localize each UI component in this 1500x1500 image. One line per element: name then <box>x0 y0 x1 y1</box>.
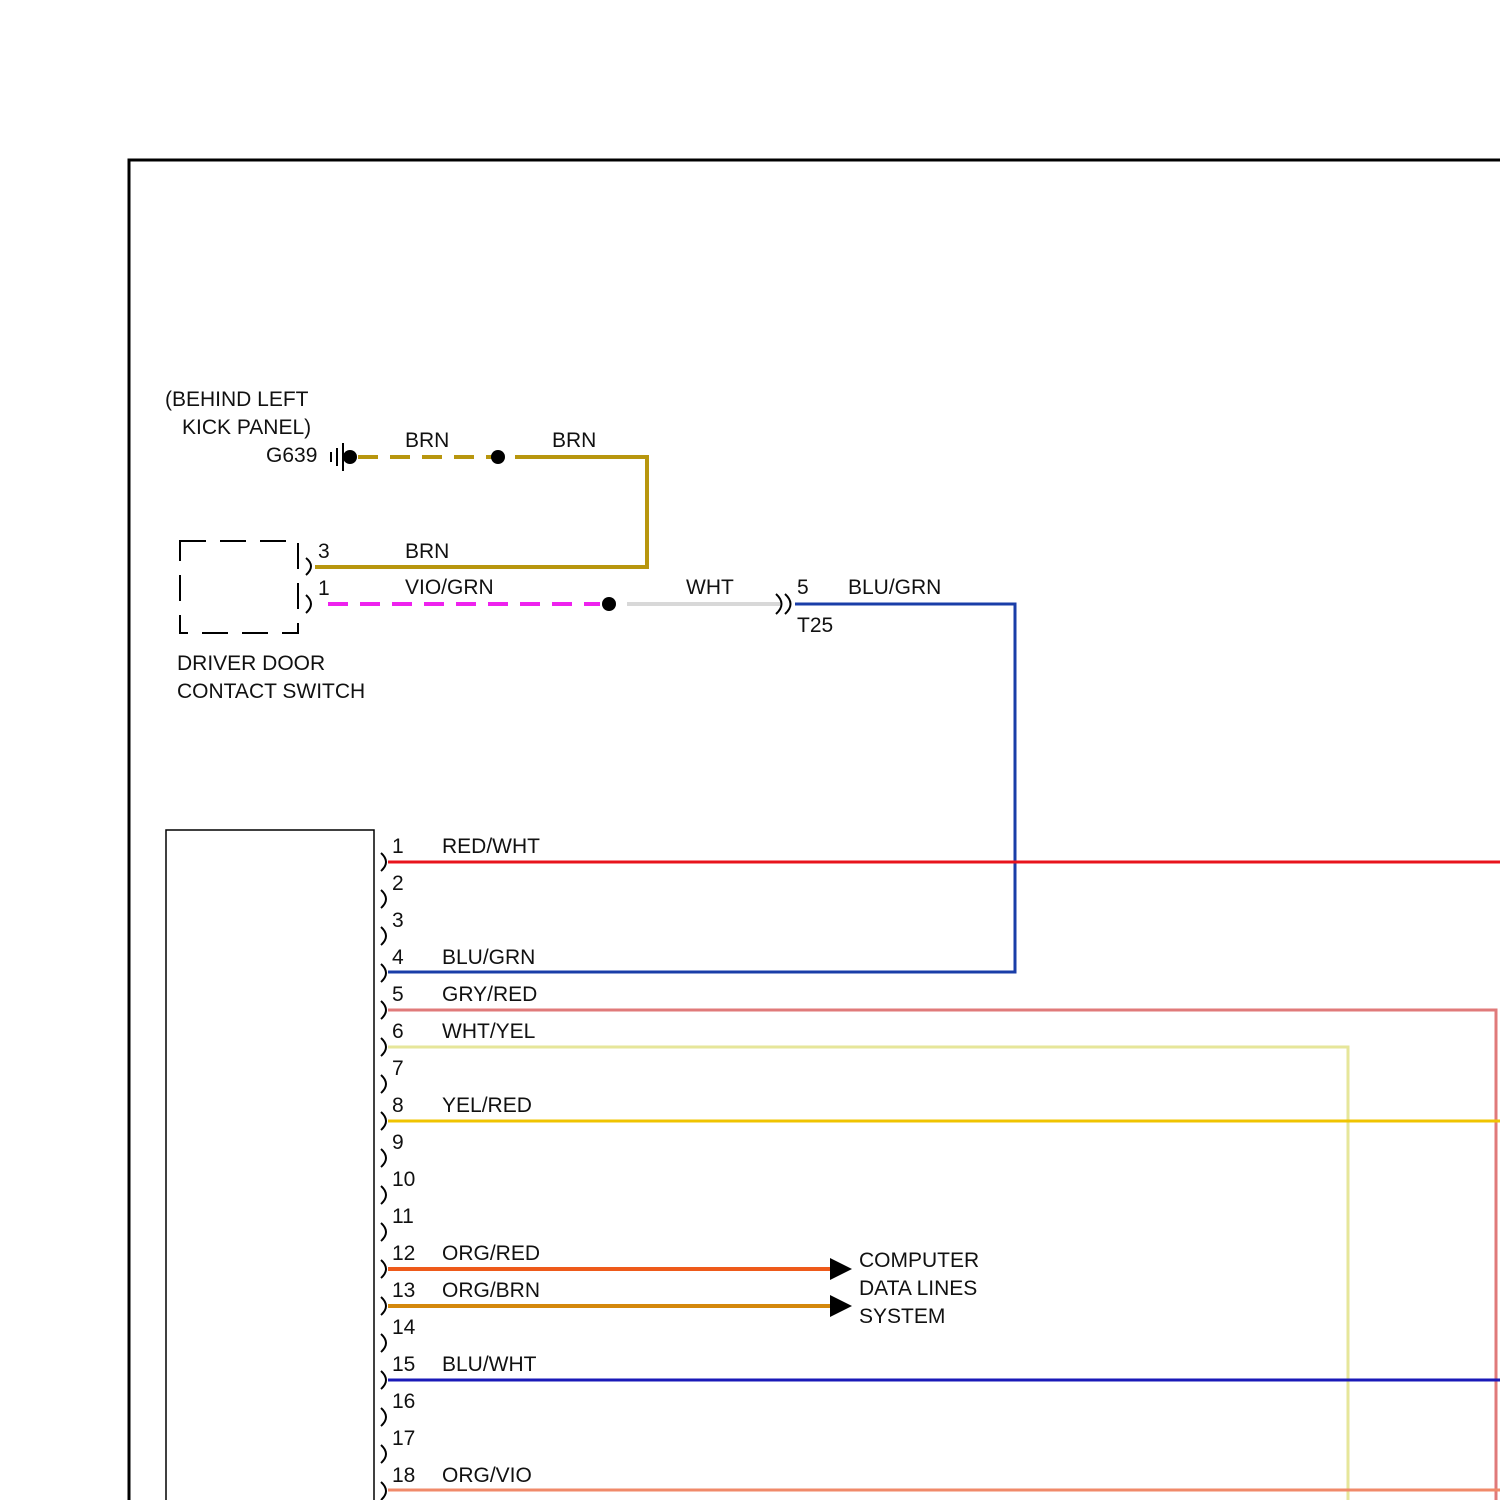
pin-number: 1 <box>392 835 404 858</box>
pin-terminal <box>381 1445 386 1463</box>
pin-terminal <box>381 890 386 908</box>
wire-label-brn-left: BRN <box>405 429 449 452</box>
wire-label-blu-grn-top: BLU/GRN <box>848 576 941 599</box>
pin-number: 11 <box>392 1205 414 1228</box>
pin-terminal <box>381 1075 386 1093</box>
pin-terminal <box>381 1408 386 1426</box>
data-lines-label-line1: COMPUTER <box>859 1249 979 1272</box>
pin-number: 18 <box>392 1464 415 1487</box>
switch-body <box>180 541 298 633</box>
wire-label-brn-switch: BRN <box>405 540 449 563</box>
pin-terminal <box>381 1149 386 1167</box>
pin-number: 16 <box>392 1390 415 1413</box>
pin-number: 3 <box>392 909 404 932</box>
pin-number: 5 <box>392 983 404 1006</box>
ground-id-label: G639 <box>266 444 317 467</box>
ground-icon <box>331 443 343 471</box>
data-lines-label-line3: SYSTEM <box>859 1305 945 1328</box>
connector-t25-pin-label: 5 <box>797 576 809 599</box>
connector-t25-right-terminal <box>785 594 791 614</box>
module-body <box>166 830 374 1500</box>
wire-label-wht: WHT <box>686 576 734 599</box>
driver-door-contact-switch: 3 1 DRIVER DOOR CONTACT SWITCH <box>177 540 365 703</box>
pin-terminal <box>381 1223 386 1241</box>
pin-wire-label: ORG/VIO <box>442 1464 532 1487</box>
pin-wire-label: BLU/WHT <box>442 1353 537 1376</box>
pin-terminal <box>381 853 386 871</box>
arrow-org-red <box>830 1258 852 1280</box>
connector-t25-id-label: T25 <box>797 614 833 637</box>
pin-terminal <box>381 1112 386 1130</box>
pin-number: 17 <box>392 1427 415 1450</box>
wire-brn-loop <box>315 457 647 567</box>
pin-wire-label: ORG/BRN <box>442 1279 540 1302</box>
pin-terminal <box>381 1334 386 1352</box>
splice-dot-brn <box>491 450 505 464</box>
pin-wire-label: BLU/GRN <box>442 946 535 969</box>
pin-number: 15 <box>392 1353 415 1376</box>
pin-terminal <box>381 964 386 982</box>
pin-terminal <box>381 1001 386 1019</box>
ground-g639: (BEHIND LEFT KICK PANEL) G639 <box>165 388 357 471</box>
wire-label-brn-right: BRN <box>552 429 596 452</box>
ground-location-line1: (BEHIND LEFT <box>165 388 309 411</box>
pin-wire-label: WHT/YEL <box>442 1020 535 1043</box>
pin-terminal <box>381 1186 386 1204</box>
wire-wht-yel <box>388 1047 1348 1500</box>
splice-dot-vio-grn <box>602 597 616 611</box>
pin-number: 7 <box>392 1057 404 1080</box>
arrow-org-brn <box>830 1295 852 1317</box>
pin-terminal <box>381 1260 386 1278</box>
wire-label-vio-grn: VIO/GRN <box>405 576 494 599</box>
switch-pin-1-label: 1 <box>318 577 330 600</box>
pin-number: 12 <box>392 1242 415 1265</box>
switch-pin-3-terminal <box>306 558 311 575</box>
switch-pin-1-terminal <box>306 595 311 613</box>
pin-terminal <box>381 927 386 945</box>
switch-pin-3-label: 3 <box>318 540 330 563</box>
wire-blu-grn-route <box>388 604 1015 972</box>
module-connector-pins: 1 RED/WHT 2 3 4 BLU/GRN 5 GRY/RED 6 WHT/YEL 7 8 YEL/… <box>381 835 540 1500</box>
pin-number: 4 <box>392 946 404 969</box>
pin-number: 10 <box>392 1168 415 1191</box>
pin-wire-label: YEL/RED <box>442 1094 532 1117</box>
pin-wire-label: GRY/RED <box>442 983 537 1006</box>
pin-number: 8 <box>392 1094 404 1117</box>
pin-number: 9 <box>392 1131 404 1154</box>
data-lines-label-line2: DATA LINES <box>859 1277 977 1300</box>
connector-t25: 5 T25 <box>776 576 833 637</box>
pin-terminal <box>381 1482 386 1500</box>
ground-splice-dot <box>343 450 357 464</box>
pin-number: 6 <box>392 1020 404 1043</box>
pin-terminal <box>381 1038 386 1056</box>
switch-name-line1: DRIVER DOOR <box>177 652 325 675</box>
pin-number: 2 <box>392 872 404 895</box>
pin-number: 13 <box>392 1279 415 1302</box>
pin-terminal <box>381 1297 386 1315</box>
switch-name-line2: CONTACT SWITCH <box>177 680 365 703</box>
pin-terminal <box>381 1371 386 1389</box>
pin-number: 14 <box>392 1316 416 1339</box>
pin-wire-label: ORG/RED <box>442 1242 540 1265</box>
pin-wire-label: RED/WHT <box>442 835 540 858</box>
ground-location-line2: KICK PANEL) <box>182 416 311 439</box>
